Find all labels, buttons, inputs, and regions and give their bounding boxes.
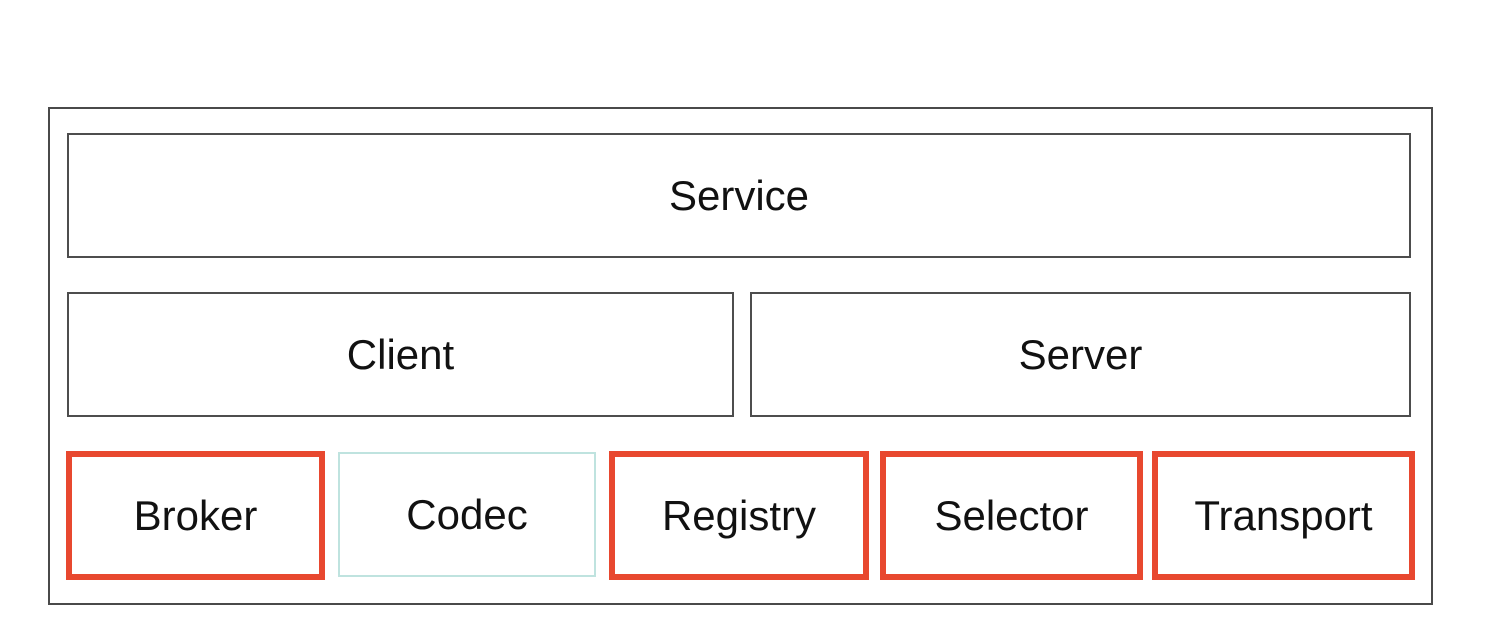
client-box: Client bbox=[67, 292, 734, 417]
broker-label: Broker bbox=[133, 491, 258, 539]
server-box: Server bbox=[750, 292, 1411, 417]
codec-box: Codec bbox=[338, 452, 596, 577]
service-layer-box: Service bbox=[67, 133, 1411, 258]
client-label: Client bbox=[346, 330, 455, 378]
broker-box: Broker bbox=[66, 451, 325, 580]
registry-box: Registry bbox=[609, 451, 869, 580]
service-label: Service bbox=[668, 171, 810, 219]
selector-box: Selector bbox=[880, 451, 1143, 580]
selector-label: Selector bbox=[934, 491, 1089, 539]
transport-label: Transport bbox=[1194, 491, 1373, 539]
registry-label: Registry bbox=[661, 491, 817, 539]
transport-box: Transport bbox=[1152, 451, 1415, 580]
server-label: Server bbox=[1018, 330, 1143, 378]
codec-label: Codec bbox=[406, 490, 528, 538]
